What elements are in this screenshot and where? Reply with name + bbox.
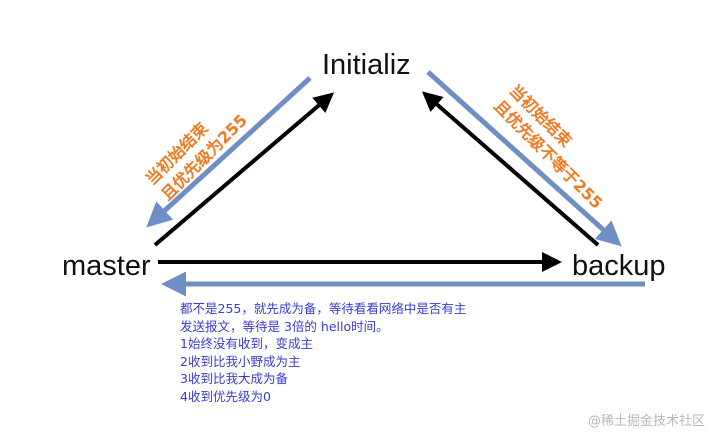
note-line: 都不是255，就先成为备，等待看看网络中是否有主	[180, 301, 467, 316]
node-master: master	[62, 250, 151, 282]
arrow-initializ-to-backup	[426, 70, 622, 247]
note-line: 2收到比我小野成为主	[180, 353, 301, 369]
arrow-backup-to-initializ	[421, 91, 600, 247]
note-line: 3收到比我大成为备	[180, 371, 288, 386]
arrow-initializ-to-master	[146, 76, 312, 228]
node-backup: backup	[572, 250, 666, 282]
note-line: 1始终没有收到，变成主	[180, 336, 313, 351]
note-line: 发送报文，等待是 3倍的 hello时间。	[180, 318, 389, 334]
watermark: @稀土掘金技术社区	[587, 414, 705, 429]
note-line: 4收到优先级为0	[180, 388, 271, 404]
arrow-master-to-initializ	[153, 92, 335, 247]
node-initializ: Initializ	[322, 49, 411, 81]
note-master-backup: 都不是255，就先成为备，等待看看网络中是否有主 发送报文，等待是 3倍的 he…	[180, 300, 466, 405]
